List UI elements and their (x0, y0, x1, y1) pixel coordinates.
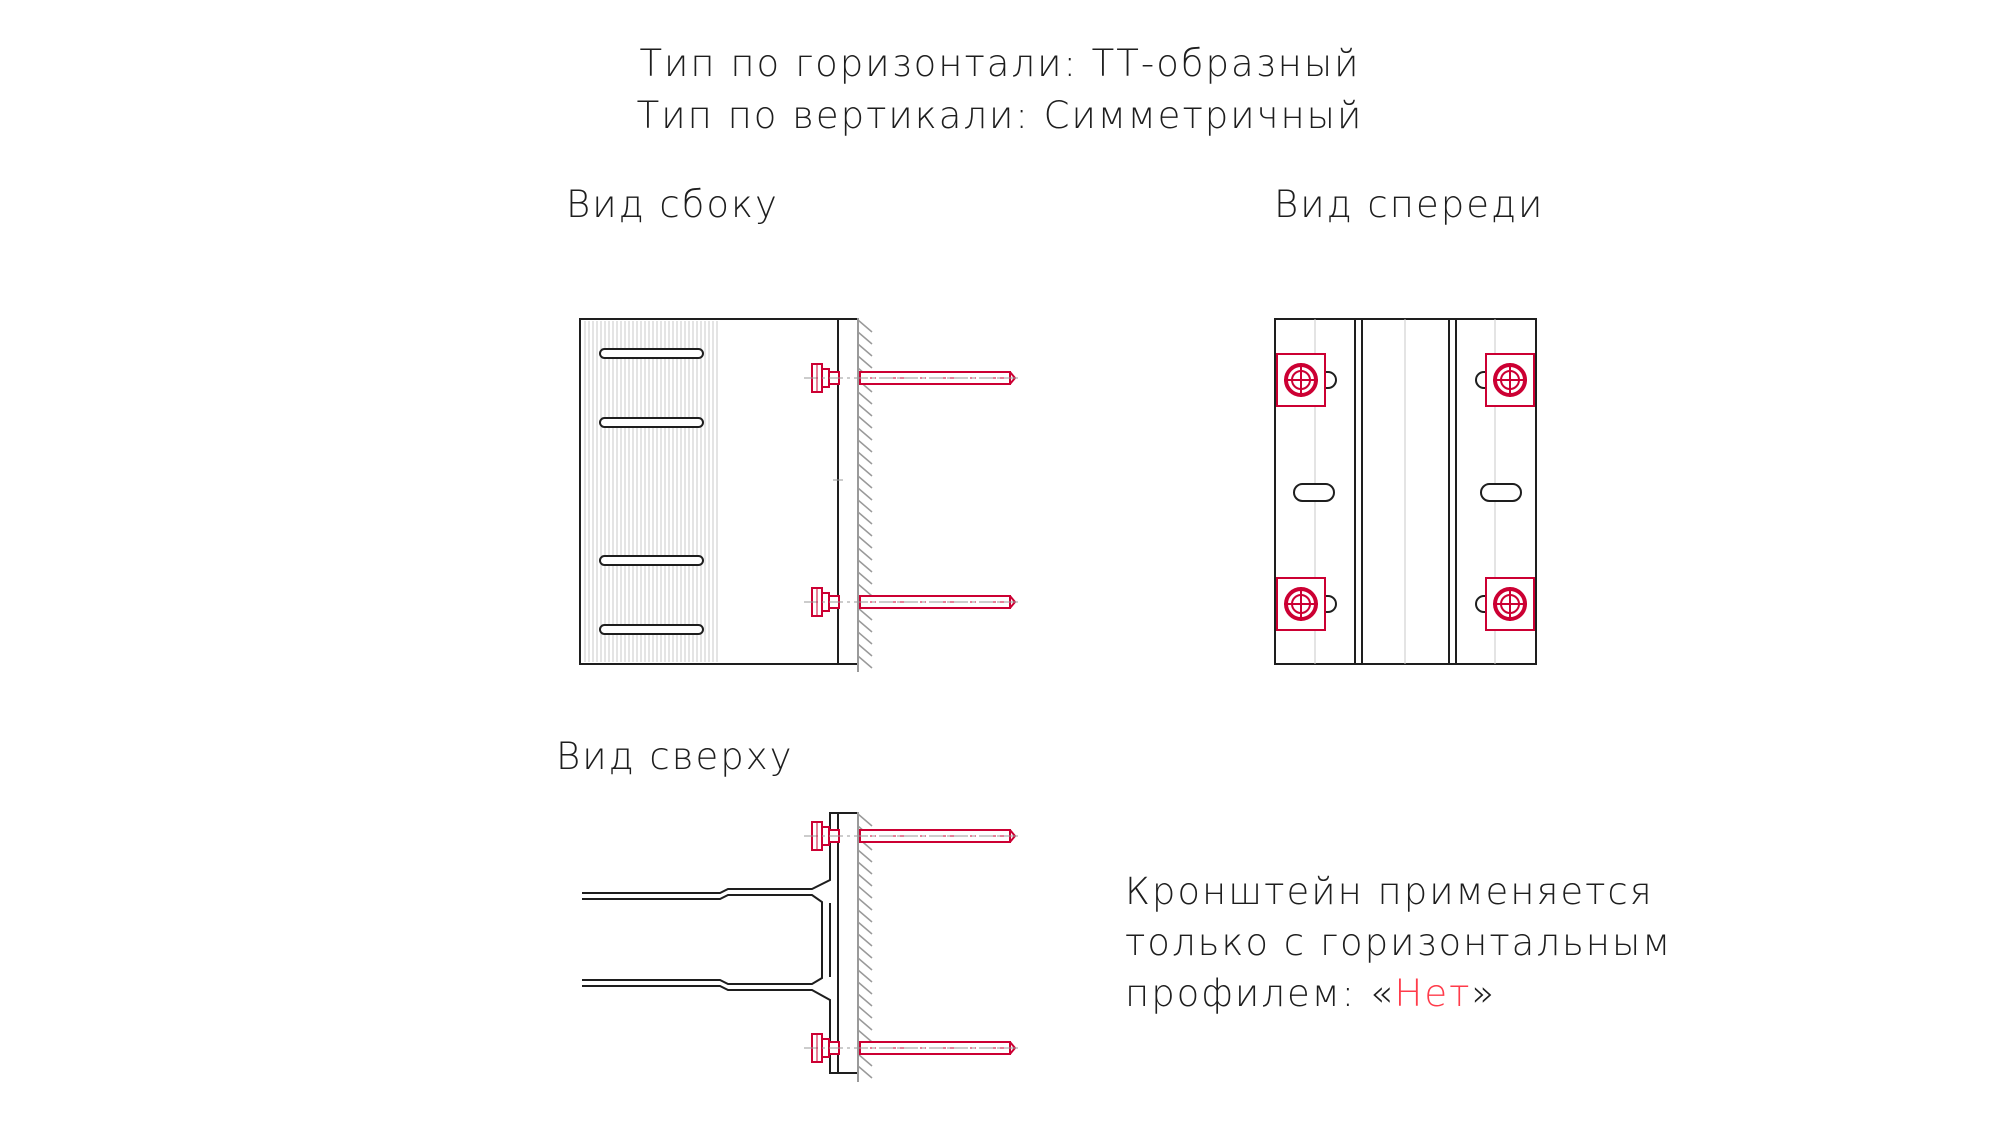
front-view (1274, 318, 1537, 665)
front-anchor-bottom-left (1276, 577, 1326, 631)
front-slot-left-mid (1293, 483, 1335, 502)
side-slot-3 (599, 555, 704, 566)
note-line-2: только с горизонтальным (1125, 921, 1673, 964)
side-base-plate (837, 318, 859, 665)
side-slot-4 (599, 624, 704, 635)
front-anchor-top-right (1485, 353, 1535, 407)
front-view-title: Вид спереди (1274, 183, 1545, 226)
top-view-title: Вид сверху (556, 735, 794, 778)
note-line-1: Кронштейн применяется (1125, 870, 1654, 913)
horizontal-type-label: Тип по горизонтали: ТТ-образный (639, 42, 1361, 85)
side-bolt-lower (804, 587, 1020, 617)
note-line-3: профилем: «Нет» (1125, 972, 1496, 1015)
vertical-type-label: Тип по вертикали: Симметричный (636, 94, 1364, 137)
side-bracket-texture (582, 321, 720, 662)
front-anchor-top-left (1276, 353, 1326, 407)
side-slot-1 (599, 348, 704, 359)
top-bolt-upper (804, 821, 1020, 851)
horizontal-profile-value: Нет (1394, 972, 1472, 1015)
front-slot-right-mid (1480, 483, 1522, 502)
side-wall (857, 318, 873, 672)
side-view (579, 318, 1020, 672)
side-view-title: Вид сбоку (566, 183, 779, 226)
note-suffix: » (1471, 972, 1497, 1015)
top-bracket-profile-inner (582, 894, 823, 985)
side-bolt-upper (804, 363, 1020, 393)
front-anchor-bottom-right (1485, 577, 1535, 631)
top-base-plate (837, 812, 859, 1074)
top-bracket-profile (582, 812, 839, 1074)
top-view (582, 812, 1020, 1082)
side-slot-2 (599, 417, 704, 428)
top-bolt-lower (804, 1033, 1020, 1063)
note-prefix: профилем: « (1125, 972, 1395, 1015)
